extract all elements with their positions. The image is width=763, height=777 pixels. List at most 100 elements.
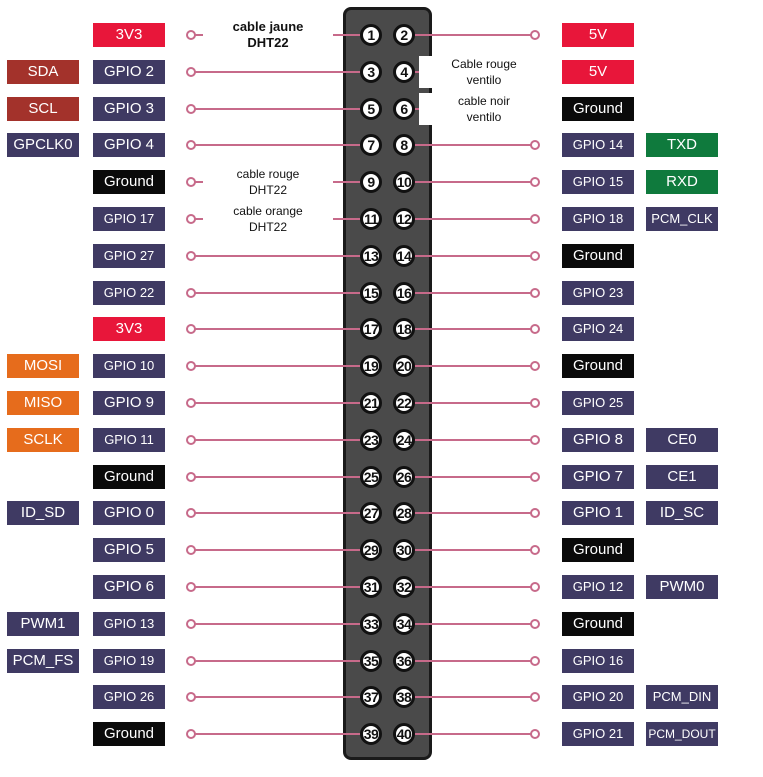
pin-label-10: GPIO 15 xyxy=(562,170,634,195)
pin-label-26: GPIO 7 xyxy=(562,464,634,489)
function-label-21: MISO xyxy=(7,391,79,415)
pin-label-18: GPIO 24 xyxy=(562,317,634,342)
function-label-8: TXD xyxy=(646,133,718,158)
pin-label-2: 5V xyxy=(562,23,634,47)
pin-label-22: GPIO 25 xyxy=(562,391,634,415)
pin-33: 33 xyxy=(360,612,382,635)
pin-8: 8 xyxy=(393,134,415,157)
wire-left xyxy=(190,512,361,515)
wire-left xyxy=(190,291,361,294)
terminal-right xyxy=(530,214,540,224)
pin-label-11: GPIO 17 xyxy=(93,207,165,231)
wire-right xyxy=(414,659,535,662)
pin-7: 7 xyxy=(360,134,382,157)
terminal-right xyxy=(530,30,540,40)
pin-3: 3 xyxy=(360,60,382,83)
annotation-line: DHT22 xyxy=(247,35,289,50)
terminal-right xyxy=(530,324,540,335)
annotation-line: DHT22 xyxy=(248,220,287,234)
pin-28: 28 xyxy=(393,502,415,525)
pin-4: 4 xyxy=(393,60,415,83)
pin-label-14: Ground xyxy=(562,243,634,268)
pin-label-28: GPIO 1 xyxy=(562,501,634,526)
pin-38: 38 xyxy=(393,686,415,709)
pin-22: 22 xyxy=(393,392,415,414)
terminal-right xyxy=(530,398,540,408)
pin-12: 12 xyxy=(393,208,415,230)
terminal-left xyxy=(186,434,196,445)
pin-37: 37 xyxy=(360,686,382,709)
pin-label-6: Ground xyxy=(562,96,634,121)
pin-35: 35 xyxy=(360,649,382,672)
terminal-left xyxy=(186,103,196,114)
terminal-left xyxy=(186,30,196,40)
wire-left xyxy=(190,365,361,368)
pin-5: 5 xyxy=(360,97,382,120)
pin-31: 31 xyxy=(360,576,382,598)
wire-left xyxy=(190,402,361,404)
function-label-27: ID_SD xyxy=(7,501,79,526)
terminal-left xyxy=(186,692,196,703)
wire-left xyxy=(190,107,361,110)
wire-right xyxy=(414,181,535,184)
terminal-right xyxy=(530,618,540,629)
pin-label-30: Ground xyxy=(562,538,634,563)
pin-18: 18 xyxy=(393,318,415,341)
terminal-left xyxy=(186,250,196,261)
wire-left xyxy=(190,586,361,588)
terminal-left xyxy=(186,471,196,482)
wire-right xyxy=(414,696,535,699)
pin-label-25: Ground xyxy=(93,464,165,489)
function-label-12: PCM_CLK xyxy=(646,207,718,231)
pin-label-5: GPIO 3 xyxy=(93,96,165,121)
function-label-33: PWM1 xyxy=(7,611,79,636)
pin-6: 6 xyxy=(393,97,415,120)
wire-left xyxy=(190,659,361,662)
pin-15: 15 xyxy=(360,281,382,304)
function-label-32: PWM0 xyxy=(646,575,718,599)
annotation-line: ventilo xyxy=(466,72,502,87)
terminal-left xyxy=(186,66,196,77)
wire-right xyxy=(414,402,535,404)
pin-label-16: GPIO 23 xyxy=(562,280,634,305)
wire-right xyxy=(414,512,535,515)
function-label-19: MOSI xyxy=(7,354,79,379)
terminal-left xyxy=(186,140,196,151)
terminal-right xyxy=(530,250,540,261)
function-label-35: PCM_FS xyxy=(7,648,79,673)
terminal-left xyxy=(186,361,196,372)
terminal-right xyxy=(530,361,540,372)
wire-right xyxy=(414,254,535,257)
pin-label-33: GPIO 13 xyxy=(93,611,165,636)
annotation-line: cable orange xyxy=(233,204,303,218)
terminal-right xyxy=(530,545,540,556)
pin-1: 1 xyxy=(360,24,382,46)
pin-10: 10 xyxy=(393,171,415,194)
function-label-7: GPCLK0 xyxy=(7,133,79,158)
pin-label-19: GPIO 10 xyxy=(93,354,165,379)
pin-label-1: 3V3 xyxy=(93,23,165,47)
terminal-left xyxy=(186,324,196,335)
pin-label-27: GPIO 0 xyxy=(93,501,165,526)
gpio-header xyxy=(343,7,432,760)
pin-label-37: GPIO 26 xyxy=(93,685,165,710)
pin-24: 24 xyxy=(393,428,415,451)
function-label-28: ID_SC xyxy=(646,501,718,526)
pin-11: 11 xyxy=(360,208,382,230)
wire-right xyxy=(414,291,535,294)
wire-right xyxy=(414,733,535,736)
terminal-left xyxy=(186,287,196,298)
pin-label-13: GPIO 27 xyxy=(93,243,165,268)
wire-left xyxy=(190,254,361,257)
wire-left xyxy=(190,328,361,331)
terminal-left xyxy=(186,582,196,592)
pin-label-36: GPIO 16 xyxy=(562,648,634,673)
wire-left xyxy=(190,475,361,478)
pin-2: 2 xyxy=(393,24,415,46)
wire-left xyxy=(190,549,361,552)
